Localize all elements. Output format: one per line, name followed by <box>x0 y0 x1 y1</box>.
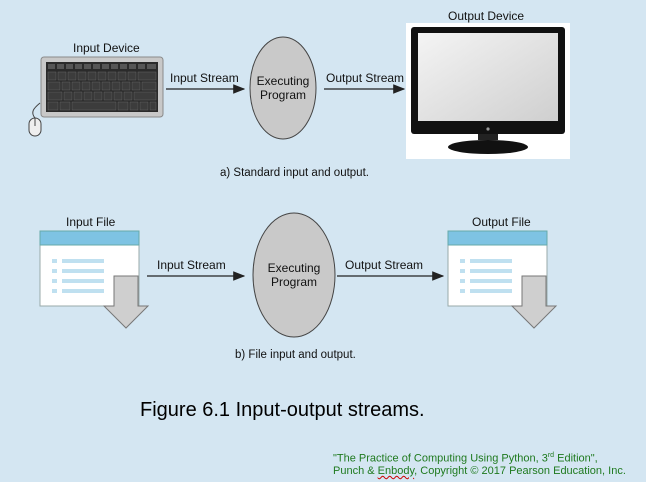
monitor-icon <box>406 23 570 159</box>
executing-program-label-a: Executing Program <box>250 74 316 102</box>
output-file-label: Output File <box>472 215 531 229</box>
credit-line2-suffix: , Copyright © 2017 Pearson Education, In… <box>414 465 626 477</box>
program-line1-a: Executing <box>256 74 310 88</box>
credit-line-2: Punch & Enbody, Copyright © 2017 Pearson… <box>333 463 626 479</box>
output-file-icon <box>447 230 558 329</box>
keyboard-icon <box>40 56 164 118</box>
credit-line2-prefix: Punch & <box>333 465 378 477</box>
output-device-label: Output Device <box>448 9 525 23</box>
credit-line1-prefix: "The Practice of Computing Using Python,… <box>333 452 548 465</box>
figure-title: Figure 6.1 Input-output streams. <box>140 399 425 421</box>
program-line2-b: Program <box>270 275 317 289</box>
executing-program-ellipse-b <box>252 212 336 338</box>
caption-a: a) Standard input and output. <box>220 167 369 179</box>
program-line2-a: Program <box>259 88 306 102</box>
program-line1-b: Executing <box>267 261 321 275</box>
credit-line1-suffix: Edition", <box>554 452 598 465</box>
credit-line2-author: Enbody <box>377 465 415 477</box>
input-file-icon <box>39 230 150 329</box>
input-file-label: Input File <box>66 215 116 229</box>
executing-program-ellipse-a <box>249 36 317 140</box>
output-stream-label-b: Output Stream <box>345 258 424 272</box>
input-device-label: Input Device <box>73 41 140 55</box>
credit-line1-sup: rd <box>547 452 555 459</box>
caption-b: b) File input and output. <box>235 349 356 361</box>
credit-line-1: "The Practice of Computing Using Python,… <box>333 448 598 467</box>
output-stream-label-a: Output Stream <box>326 71 405 85</box>
input-stream-label-a: Input Stream <box>170 71 239 85</box>
mouse-icon <box>28 102 42 137</box>
executing-program-label-b: Executing Program <box>253 261 335 289</box>
input-stream-label-b: Input Stream <box>157 258 226 272</box>
